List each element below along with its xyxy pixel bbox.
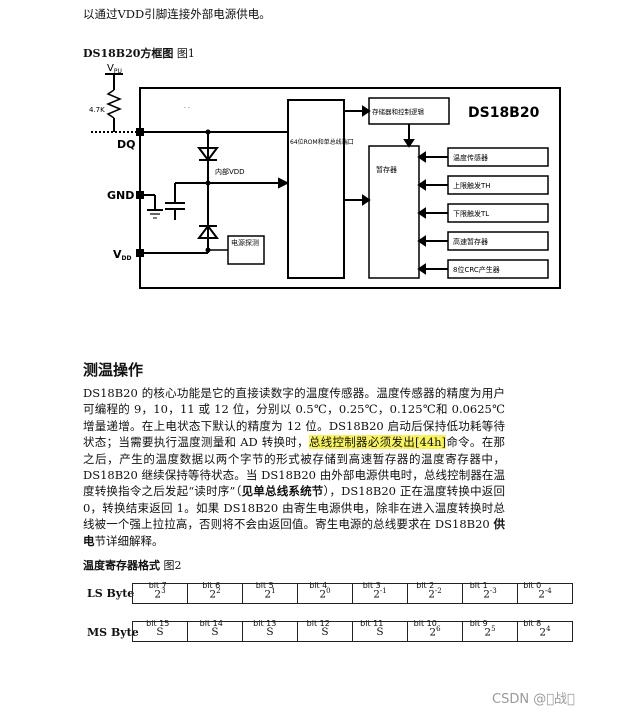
body-paragraph: DS18B20 的核心功能是它的直接读数字的温度传感器。温度传感器的精度为用户可… xyxy=(83,385,505,549)
paragraph-text-2: 命令。在那之后，产生的温度数据以两个字节的形式被存储到高速暂存器的温度寄存器中，… xyxy=(83,435,506,499)
ls-cell: 22 xyxy=(187,583,243,604)
ms-byte-table: S S S S S 26 25 24 xyxy=(132,621,573,642)
ls-cell: 2-1 xyxy=(352,583,408,604)
figure1-caption: DS18B20方框图 图1 xyxy=(83,45,195,61)
ms-cell: 24 xyxy=(517,621,573,642)
ms-cell: S xyxy=(242,621,298,642)
ms-cell: S xyxy=(187,621,243,642)
ms-cell: S xyxy=(132,621,188,642)
vpu-label: VPU xyxy=(107,63,122,75)
ls-byte-table: 23 22 21 20 2-1 2-2 2-3 2-4 xyxy=(132,583,573,604)
dq-pin-label: DQ xyxy=(117,138,135,151)
ls-cell: 21 xyxy=(242,583,298,604)
pullup-resistor xyxy=(106,89,122,119)
ls-cell: 2-4 xyxy=(517,583,573,604)
paragraph-text-3: ），DS18B20 正在温度转换中返回 0，转换结束返回 1。如果 DS18B2… xyxy=(83,484,505,532)
ms-cell: S xyxy=(352,621,408,642)
intro-line: 以通过VDD引脚连接外部电源供电。 xyxy=(83,7,271,21)
bold-reference-1: 见单总线系统节 xyxy=(241,484,324,499)
chip-outline xyxy=(139,87,561,289)
ms-cell: 25 xyxy=(462,621,518,642)
rom-block-label: 64位ROM和单总线端口 xyxy=(290,138,354,146)
vdd-pin-label: VDD xyxy=(113,248,131,262)
table-row: 23 22 21 20 2-1 2-2 2-3 2-4 xyxy=(132,583,573,604)
resistor-label: 4.7K xyxy=(89,106,105,114)
th-label: 上限触发TH xyxy=(453,181,491,190)
scratchpad-label: 暂存器 xyxy=(376,165,397,174)
paragraph-text-1: DS18B20 的核心功能是它的直接读数字的温度传感器。温度传感器的精度为用户可… xyxy=(83,386,505,450)
table-row: S S S S S 26 25 24 xyxy=(132,621,573,642)
figure2-caption-title: 温度寄存器格式 xyxy=(83,559,160,572)
dots-label: · · xyxy=(184,105,190,112)
ms-byte-label: MS Byte xyxy=(87,626,139,639)
csdn-watermark: CSDN @ 战  xyxy=(492,692,575,707)
paragraph-text-4: 节详细解释。 xyxy=(94,533,164,548)
ls-cell: 23 xyxy=(132,583,188,604)
figure1-caption-title: DS18B20方框图 xyxy=(83,47,174,60)
ls-cell: 20 xyxy=(297,583,353,604)
ls-cell: 2-2 xyxy=(407,583,463,604)
config-label: 高速暂存器 xyxy=(453,237,488,246)
figure2-caption: 温度寄存器格式 图2 xyxy=(83,557,182,573)
ms-cell: S xyxy=(297,621,353,642)
power-detect-label: 电源探测 xyxy=(231,239,259,247)
gnd-pin-label: GND xyxy=(107,189,134,202)
section-heading: 测温操作 xyxy=(83,361,144,379)
temp-sensor-label: 温度传感器 xyxy=(453,153,488,162)
bold-reference-2: 供电 xyxy=(83,517,505,548)
tl-label: 下限触发TL xyxy=(453,209,489,218)
ls-byte-label: LS Byte xyxy=(87,587,135,600)
block-diagram: VPU 4.7K DQ GND VDD · · 内部VDD 64位ROM和单总线… xyxy=(89,63,561,289)
crc-label: 8位CRC产生器 xyxy=(453,265,500,274)
rom-block xyxy=(287,99,345,279)
figure1-caption-number: 图1 xyxy=(176,47,195,60)
figure2-caption-number: 图2 xyxy=(163,559,182,572)
internal-vdd-label: 内部VDD xyxy=(215,167,245,176)
ms-cell: 26 xyxy=(407,621,463,642)
memory-control-label: 存储器和控制逻辑 xyxy=(372,107,425,116)
highlighted-command: 总线控制器必须发出[44h] xyxy=(308,435,447,450)
chip-name-label: DS18B20 xyxy=(468,105,540,121)
ls-cell: 2-3 xyxy=(462,583,518,604)
